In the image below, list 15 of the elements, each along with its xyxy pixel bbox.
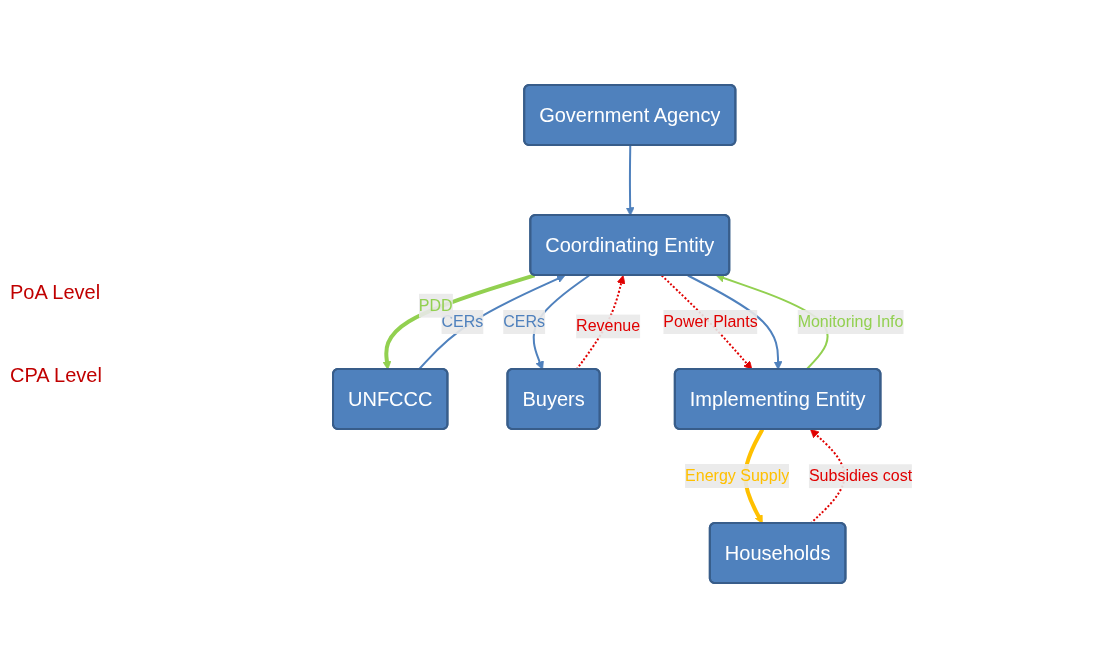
arrow — [382, 272, 536, 370]
arrow — [686, 274, 783, 370]
level-label: CPA Level — [10, 363, 103, 387]
edge-label: Power Plants — [663, 312, 758, 330]
level-label: PoA Level — [10, 280, 102, 304]
edge-label: CERs — [441, 312, 484, 330]
edge-label: PDD — [418, 296, 453, 314]
edge-label: CERs — [503, 312, 545, 330]
edge-label: Revenue — [576, 316, 641, 334]
edge-label: Monitoring Info — [797, 312, 904, 330]
edge-label: Subsidies cost — [808, 466, 913, 484]
arrow — [625, 144, 635, 216]
arrow — [417, 274, 566, 370]
arrow — [660, 274, 753, 370]
edge-label: Energy Supply — [685, 466, 790, 484]
